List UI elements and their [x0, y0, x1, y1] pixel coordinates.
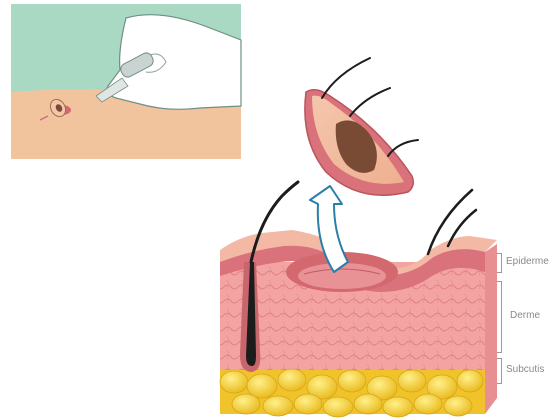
- excised-skin-flap: [305, 58, 418, 195]
- epidermis-bracket: [497, 253, 502, 273]
- subcutis-layer: [220, 369, 485, 417]
- skin-block-side: [485, 244, 497, 414]
- skin-block: [220, 182, 497, 417]
- epidermis-label: Epiderme: [506, 256, 549, 267]
- inset-scene: [11, 4, 241, 159]
- dermis-bracket: [497, 281, 502, 353]
- subcutis-bracket: [497, 358, 502, 384]
- subcutis-label: Subcutis: [506, 364, 544, 375]
- dermis-label: Derme: [510, 310, 540, 321]
